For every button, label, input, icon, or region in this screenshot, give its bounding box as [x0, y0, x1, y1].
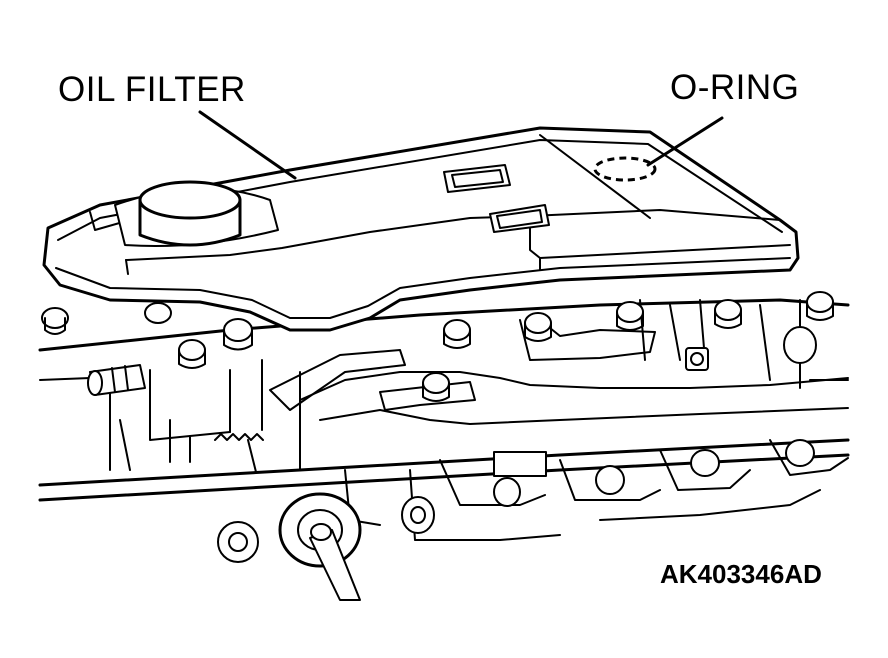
oil-filter-label: OIL FILTER: [58, 70, 246, 109]
plug: [217, 521, 259, 563]
side-connector: [87, 364, 146, 396]
filter-window: [443, 164, 511, 193]
filter-intake: [114, 180, 279, 247]
bolts: [41, 291, 834, 402]
bolt: [41, 307, 69, 335]
plug: [493, 477, 521, 507]
oil-filter: [42, 126, 800, 332]
plug: [690, 449, 720, 477]
plug: [401, 496, 435, 534]
bolt: [524, 312, 552, 342]
bolt: [783, 326, 817, 364]
bolt: [422, 372, 450, 402]
bolt: [714, 299, 742, 329]
bolt: [443, 319, 471, 349]
pipe-fitting: [278, 492, 362, 601]
bolt: [806, 291, 834, 321]
bolt: [685, 347, 709, 371]
plug: [785, 439, 815, 467]
bolt: [616, 301, 644, 331]
o-ring-hidden-outline: [593, 156, 657, 182]
plug: [595, 465, 625, 495]
o-ring-leader-line: [646, 116, 724, 167]
oil-filter-leader-line: [198, 110, 297, 180]
bolt: [178, 339, 206, 369]
valve-body: [38, 298, 850, 541]
bolt: [144, 302, 172, 324]
figure-code: AK403346AD: [660, 559, 822, 589]
o-ring-label: O-RING: [670, 68, 800, 107]
filter-window: [489, 204, 550, 233]
plug: [493, 451, 547, 477]
bolt: [223, 318, 253, 351]
lower-plugs: [217, 439, 815, 563]
